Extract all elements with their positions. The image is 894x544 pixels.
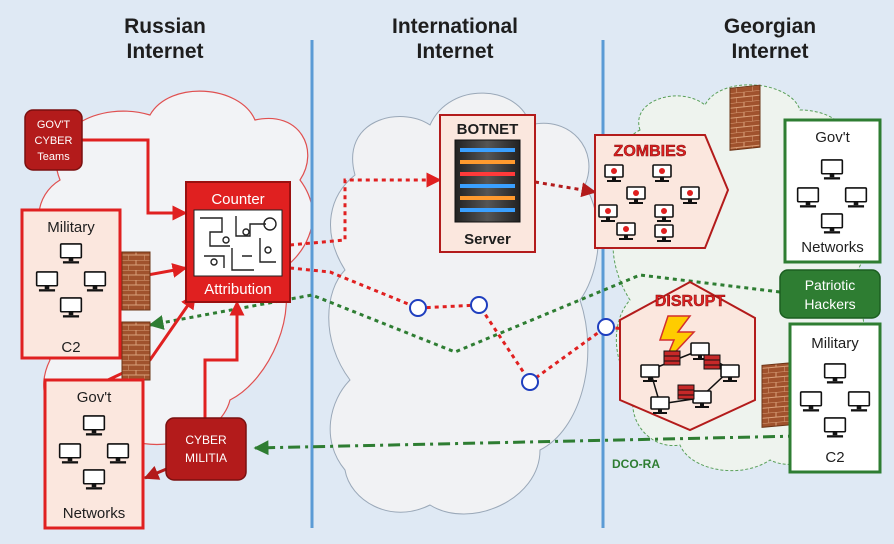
computer-icon: [58, 443, 82, 464]
zombie-computer-grid: [598, 164, 700, 242]
svg-text:CYBER: CYBER: [185, 433, 227, 447]
hop-node: [409, 299, 427, 317]
computer-icon: [844, 187, 868, 208]
militia-to-counter-arrow: [203, 300, 245, 455]
firewall-icon: [121, 251, 151, 311]
computer-icon: [82, 415, 106, 436]
computer-icon: [820, 213, 844, 234]
svg-text:C2: C2: [61, 339, 80, 356]
svg-text:DISRUPT: DISRUPT: [655, 293, 725, 310]
svg-text:Gov't: Gov't: [815, 129, 850, 146]
computer-icon: [799, 391, 823, 412]
svg-text:MILITIA: MILITIA: [185, 451, 227, 465]
biohazard-icon: [661, 208, 667, 214]
computer-icon: [690, 342, 710, 360]
svg-text:Server: Server: [464, 231, 511, 248]
firewall-icon: [729, 84, 761, 151]
circuit-maze-icon: [200, 216, 277, 271]
computer-icon: [823, 417, 847, 438]
hop-node: [597, 318, 615, 336]
computer-cluster: [796, 159, 868, 234]
counter-attribution-box: Counter Attribution: [185, 181, 291, 303]
hop-node: [521, 373, 539, 391]
computer-icon: [106, 443, 130, 464]
svg-text:Networks: Networks: [63, 505, 126, 522]
patriotic-hackers-box: Patriotic Hackers: [779, 269, 881, 319]
biohazard-icon: [659, 168, 665, 174]
botnet-server-box: BOTNET Server: [439, 114, 536, 253]
computer-cluster: [58, 415, 130, 490]
svg-text:Gov't: Gov't: [77, 389, 112, 406]
svg-text:Military: Military: [811, 335, 859, 352]
biohazard-icon: [605, 208, 611, 214]
hop-node: [470, 296, 488, 314]
computer-icon: [796, 187, 820, 208]
computer-cluster: [799, 363, 871, 438]
svg-text:Military: Military: [47, 219, 95, 236]
computer-icon: [823, 363, 847, 384]
computer-cluster: [35, 243, 107, 318]
dco-ra-label: DCO-RA: [612, 457, 660, 471]
biohazard-icon: [623, 226, 629, 232]
georgian-govt-networks-box: Gov't Networks: [783, 118, 882, 264]
computer-icon: [650, 396, 670, 414]
svg-text:Networks: Networks: [801, 239, 864, 256]
svg-text:CYBER: CYBER: [35, 135, 73, 147]
biohazard-icon: [633, 190, 639, 196]
blocked-link-icon: [663, 350, 681, 366]
russian-govt-networks-box: Gov't Networks: [43, 378, 145, 530]
cyber-militia-box: CYBER MILITIA: [165, 417, 247, 481]
disrupt-box: DISRUPT: [619, 280, 756, 432]
svg-text:Counter: Counter: [211, 191, 264, 208]
zombies-box: ZOMBIES: [594, 134, 730, 249]
svg-text:Hackers: Hackers: [804, 296, 855, 312]
georgian-military-box: Military C2: [788, 322, 882, 474]
computer-icon: [59, 297, 83, 318]
computer-icon: [83, 271, 107, 292]
russian-military-box: Military C2: [20, 208, 122, 360]
svg-text:Attribution: Attribution: [204, 281, 272, 298]
computer-icon: [720, 364, 740, 382]
computer-icon: [847, 391, 871, 412]
zombie-computer-icon: [616, 222, 636, 240]
svg-text:BOTNET: BOTNET: [457, 121, 519, 138]
blocked-link-icon: [703, 354, 721, 370]
biohazard-icon: [687, 190, 693, 196]
govt-cyber-teams-box: GOV'T CYBER Teams: [24, 109, 83, 171]
svg-text:ZOMBIES: ZOMBIES: [614, 143, 687, 160]
disrupted-network-icon: [640, 342, 740, 414]
firewall-icon: [761, 362, 793, 428]
server-rack-icon: [454, 139, 521, 223]
svg-text:Teams: Teams: [37, 151, 70, 163]
svg-text:GOV'T: GOV'T: [37, 119, 71, 131]
counter-to-disrupt-path: [289, 266, 637, 385]
dco-ra-arrow: [253, 434, 801, 456]
biohazard-icon: [661, 228, 667, 234]
botnet-to-zombies-path: [534, 180, 597, 198]
svg-text:C2: C2: [825, 449, 844, 466]
svg-text:Patriotic: Patriotic: [805, 277, 856, 293]
computer-icon: [82, 469, 106, 490]
blocked-link-icon: [677, 384, 695, 400]
biohazard-icon: [611, 168, 617, 174]
computer-icon: [59, 243, 83, 264]
firewall-icon: [121, 321, 151, 381]
counter-to-botnet-path: [289, 172, 442, 247]
computer-icon: [35, 271, 59, 292]
computer-icon: [820, 159, 844, 180]
lightning-icon: [658, 315, 696, 365]
cyber-teams-to-counter-arrow: [82, 138, 188, 221]
computer-icon: [640, 364, 660, 382]
